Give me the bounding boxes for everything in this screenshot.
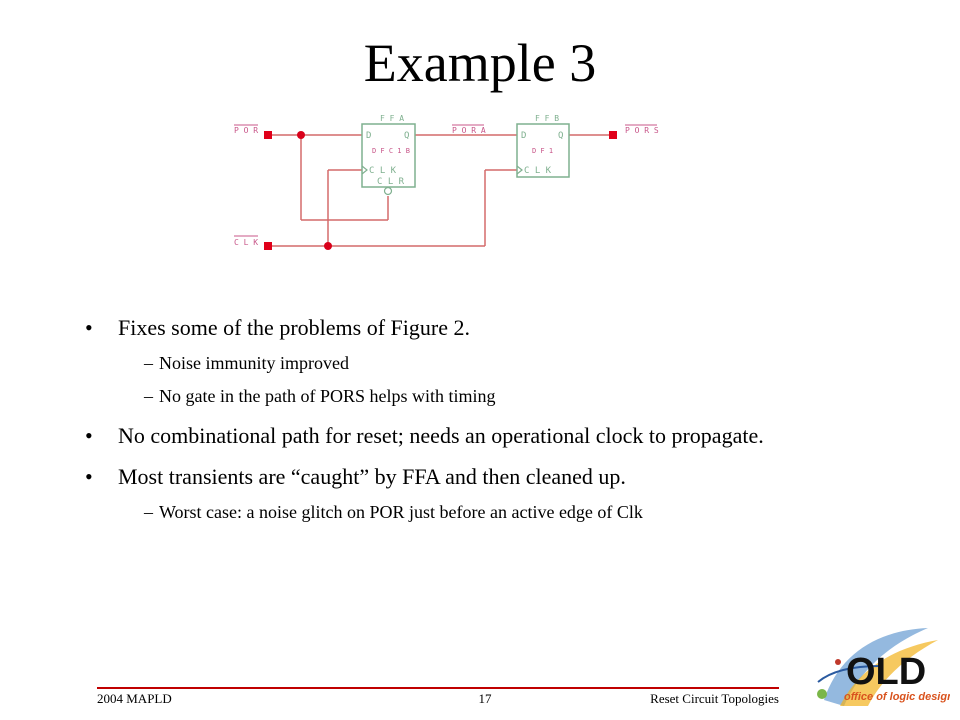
slide-title: Example 3 <box>363 33 597 93</box>
circuit-schematic: P O R C L K P O R A P O R S F F A D Q C … <box>234 114 659 250</box>
bullet-marker: • <box>85 315 93 340</box>
footer-topic: Reset Circuit Topologies <box>650 691 779 706</box>
ffa-clr-pin: C L R <box>377 177 405 187</box>
sub-bullet-item: – Worst case: a noise glitch on POR just… <box>85 500 845 524</box>
por-pin <box>264 131 272 139</box>
bullet-item: • Most transients are “caught” by FFA an… <box>85 461 845 492</box>
bullet-marker: • <box>85 464 93 489</box>
ffa-cell: D F C 1 B <box>372 147 410 155</box>
footer-conference: 2004 MAPLD <box>97 691 172 706</box>
junction-dots <box>297 131 332 250</box>
pors-pin <box>609 131 617 139</box>
pors-label: P O R S <box>625 126 659 135</box>
ffa-q-pin: Q <box>404 131 409 141</box>
bullet-text: Fixes some of the problems of Figure 2. <box>118 315 470 340</box>
pora-label: P O R A <box>452 126 486 135</box>
clk-pin <box>264 242 272 250</box>
clk-triangle <box>516 165 523 175</box>
flipflop-ffa: F F A D Q C L K C L R D F C 1 B <box>361 114 416 196</box>
ffa-name: F F A <box>380 114 404 123</box>
sub-bullet-item: – Noise immunity improved <box>85 351 845 375</box>
bullet-marker: • <box>85 423 93 448</box>
ffb-name: F F B <box>535 114 559 123</box>
clk-triangle <box>361 165 368 175</box>
sub-bullet-item: – No gate in the path of PORS helps with… <box>85 384 845 408</box>
sub-bullet-text: Worst case: a noise glitch on POR just b… <box>159 502 643 522</box>
flipflop-ffb: F F B D Q C L K D F 1 <box>516 114 570 178</box>
ffb-q-pin: Q <box>558 131 563 141</box>
sub-bullet-text: Noise immunity improved <box>159 353 349 373</box>
bullet-text: Most transients are “caught” by FFA and … <box>118 464 626 489</box>
ffb-clk-pin: C L K <box>524 166 552 176</box>
clr-bubble <box>383 186 393 196</box>
bullet-text: No combinational path for reset; needs a… <box>118 423 764 448</box>
io-pins <box>264 131 617 250</box>
logo-wordmark: OLD <box>846 651 926 693</box>
bullet-list: • Fixes some of the problems of Figure 2… <box>85 312 845 533</box>
sub-bullet-text: No gate in the path of PORS helps with t… <box>159 386 496 406</box>
dash-marker: – <box>144 386 153 406</box>
footer-page-number: 17 <box>478 691 492 706</box>
clk-label: C L K <box>234 238 258 247</box>
ffb-cell: D F 1 <box>532 147 553 155</box>
signal-labels: P O R C L K P O R A P O R S <box>234 124 659 247</box>
por-label: P O R <box>234 126 258 135</box>
dash-marker: – <box>144 502 153 522</box>
old-logo: OLD office of logic design <box>817 628 950 706</box>
logo-swoosh-graphic <box>817 628 938 706</box>
ffa-clk-pin: C L K <box>369 166 397 176</box>
logo-tagline: office of logic design <box>844 691 950 703</box>
footer-rule <box>97 687 779 689</box>
bullet-item: • No combinational path for reset; needs… <box>85 420 845 451</box>
wires <box>271 134 611 247</box>
bullet-item: • Fixes some of the problems of Figure 2… <box>85 312 845 343</box>
ffb-d-pin: D <box>521 131 526 141</box>
dash-marker: – <box>144 353 153 373</box>
ffa-d-pin: D <box>366 131 371 141</box>
